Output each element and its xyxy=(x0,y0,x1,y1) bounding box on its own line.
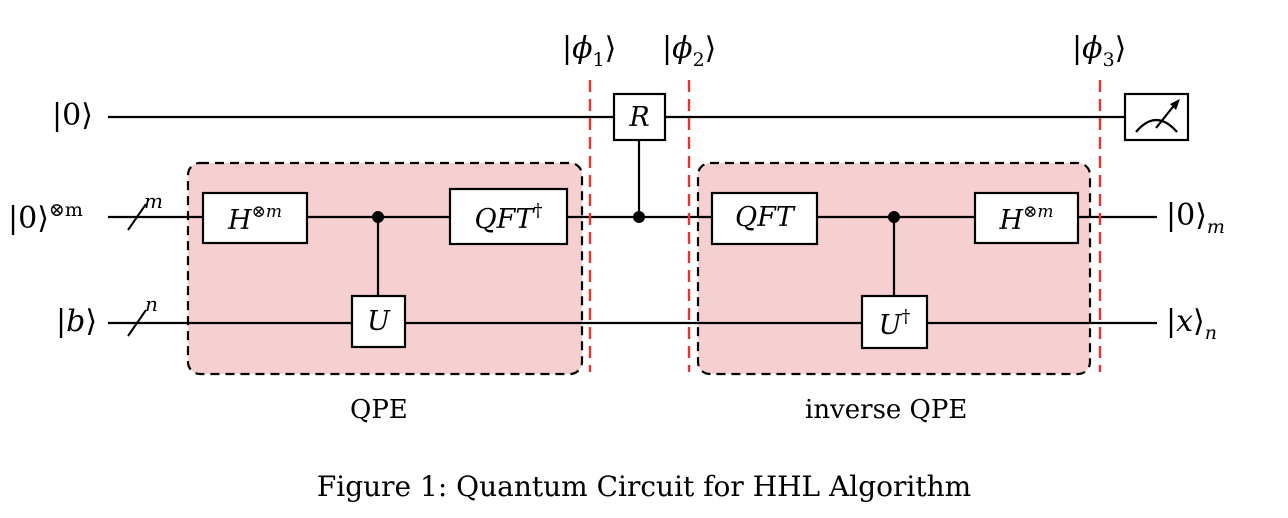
inverse-qpe-control-dot xyxy=(888,211,900,223)
qpe-control-dot xyxy=(372,211,384,223)
qft-gate-label: QFT xyxy=(735,202,794,233)
clock-input-label: |0⟩⊗m xyxy=(8,199,83,236)
h-gate-2-box xyxy=(973,191,1080,245)
r-control-dot xyxy=(633,211,645,223)
u-dagger-gate-label: U† xyxy=(878,306,911,341)
clock-output-label: |0⟩m xyxy=(1166,198,1225,238)
b-bus-slash xyxy=(127,309,147,337)
clock-bus-label: m xyxy=(144,189,163,213)
h-gate-2-label: H⊗m xyxy=(999,202,1054,236)
clock-bus-slash xyxy=(127,203,147,231)
u-gate-label: U xyxy=(367,306,390,337)
qft-dagger-gate-box xyxy=(448,187,569,246)
x-output-label: |x⟩n xyxy=(1166,304,1217,344)
r-gate-box xyxy=(612,92,667,142)
measurement-meter-icon xyxy=(1123,92,1190,142)
qft-dagger-gate-label: QFT† xyxy=(474,200,543,235)
qpe-label: QPE xyxy=(350,395,408,425)
figure-caption: Figure 1: Quantum Circuit for HHL Algori… xyxy=(316,470,972,503)
phi2-label: |ϕ2⟩ xyxy=(662,31,717,71)
h-gate-1-label: H⊗m xyxy=(228,202,282,236)
qft-gate-box xyxy=(710,191,819,246)
u-dagger-gate-box xyxy=(860,294,929,350)
r-gate-label: R xyxy=(629,102,650,133)
h-gate-1-box xyxy=(201,191,309,245)
u-gate-box xyxy=(350,294,407,349)
phi1-label: |ϕ1⟩ xyxy=(562,31,617,71)
inverse-qpe-label: inverse QPE xyxy=(805,395,968,425)
b-bus-label: n xyxy=(145,292,158,316)
b-input-label: |b⟩ xyxy=(56,304,98,339)
ancilla-input-label: |0⟩ xyxy=(52,98,93,133)
phi3-label: |ϕ3⟩ xyxy=(1072,31,1127,71)
